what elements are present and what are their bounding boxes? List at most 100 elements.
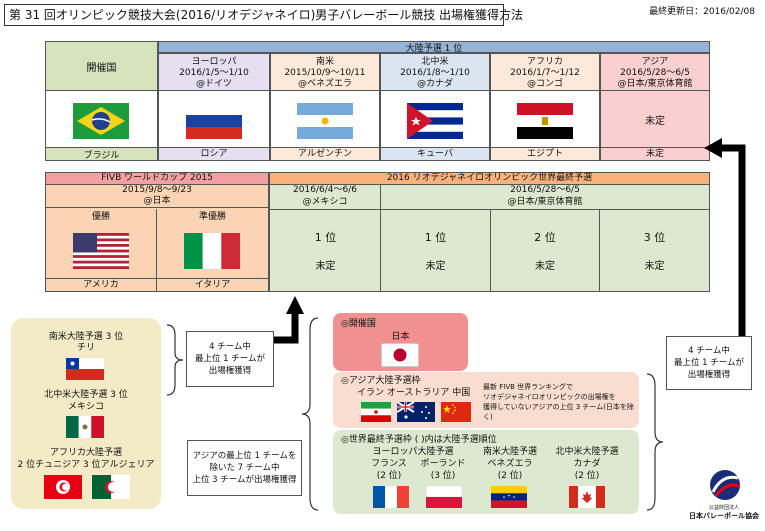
japan-flag-icon — [381, 343, 419, 367]
slot-status: 未定 — [535, 261, 555, 272]
eu-country-rank: (3 位) — [430, 471, 456, 481]
region-country: キューバ — [417, 149, 453, 159]
russia-flag-icon — [186, 103, 242, 139]
winner-country: アメリカ — [46, 278, 156, 291]
pool-left-box: 南米大陸予選 3 位 チリ 北中米大陸予選 3 位 メキシコ アフリカ大陸予選 … — [11, 318, 161, 509]
host-label: 開催国 — [86, 62, 117, 74]
continental-europe: ヨーロッパ 2016/1/5〜1/10 @ドイツ ロシア — [158, 53, 270, 161]
venezuela-flag-icon — [491, 486, 527, 508]
sa-country-name: ベネズエラ — [487, 459, 533, 469]
world-box: ◎世界最終予選枠 ( )内は大陸予選順位 ヨーロッパ大陸予選 フランス (2 位… — [333, 430, 639, 514]
final-slot: 1 位 未定 — [270, 210, 381, 291]
nca-country-name: カナダ — [573, 459, 601, 469]
tunisia-flag-icon — [44, 475, 82, 499]
final-qualifier-block: 2016 リオデジャネイロオリンピック世界最終予選 2016/6/4〜6/6 @… — [269, 172, 710, 292]
jva-logo: 公益財団法人 日本バレーボール協会 — [688, 468, 760, 526]
continental-south-america: 南米 2015/10/9〜10/11 @ベネズエラ アルゼンチン — [270, 53, 380, 161]
region-venue: @日本/東京体育館 — [617, 79, 693, 89]
eu-country-name: ポーランド — [420, 459, 466, 469]
australia-flag-icon — [397, 402, 435, 422]
cuba-flag-icon — [407, 103, 463, 139]
continental-north-central-america: 北中米 2016/1/8〜1/10 @カナダ キューバ — [380, 53, 490, 161]
final-mexico-dates: 2016/6/4〜6/6 — [293, 185, 357, 195]
continental-header: 大陸予選 1 位 — [158, 41, 710, 54]
region-venue: @ベネズエラ — [297, 79, 352, 89]
egypt-flag-icon — [517, 103, 573, 139]
region-name: ヨーロッパ — [191, 57, 237, 67]
sa-third-label: 南米大陸予選 3 位 — [48, 332, 124, 342]
slot-rank: 1 位 — [424, 231, 447, 244]
continental-africa: アフリカ 2016/1/7〜1/12 @コンゴ エジプト — [490, 53, 600, 161]
page-title: 第 31 回オリンピック競技大会(2016/リオデジャネイロ)男子バレーボール競… — [4, 4, 523, 26]
sa-country-rank: (2 位) — [497, 471, 523, 481]
region-dates: 2016/5/28〜6/5 — [620, 68, 690, 78]
worldcup-venue: @日本 — [46, 196, 268, 208]
nca-third-country: メキシコ — [67, 402, 104, 412]
china-flag-icon — [441, 402, 471, 422]
winner-label: 優勝 — [91, 212, 110, 222]
chile-flag-icon — [66, 358, 104, 380]
asia-box: ◎アジア大陸予選枠 イラン オーストラリア 中国 最新 FIVB 世界ランキング… — [333, 372, 639, 428]
asia-box-countries: イラン オーストラリア 中国 — [357, 388, 471, 398]
region-name: 北中米 — [421, 57, 449, 67]
af-countries: 2 位チュニジア 3 位アルジェリア — [17, 460, 155, 470]
mexico-flag-icon — [66, 416, 104, 438]
final-slot: 1 位 未定 — [381, 210, 491, 291]
eu-label: ヨーロッパ大陸予選 — [372, 447, 454, 457]
slot-status: 未定 — [425, 261, 446, 272]
nca-label: 北中米大陸予選 — [555, 447, 619, 457]
right-brace-icon — [646, 373, 664, 511]
region-dates: 2016/1/7〜1/12 — [510, 68, 580, 78]
host-box-country: 日本 — [391, 332, 410, 342]
final-mexico-venue: @メキシコ — [302, 197, 348, 207]
asia-box-note: 最新 FIVB 世界ランキングで リオデジャネイロオリンピックの出場権を 獲得し… — [483, 383, 634, 421]
iran-flag-icon — [361, 402, 391, 422]
logo-line2: 日本バレーボール協会 — [689, 512, 759, 520]
final-japan-header: 2016/5/28〜6/5 @日本/東京体育館 — [381, 185, 709, 209]
final-slot: 3 位 未定 — [600, 210, 709, 291]
region-venue: @ドイツ — [195, 79, 232, 89]
host-flag-cell — [46, 90, 157, 148]
arrow-to-asia-icon — [704, 138, 746, 336]
region-name: アフリカ — [526, 57, 563, 67]
host-box-label: ◎開催国 — [341, 319, 376, 329]
note-bottom: アジアの最上位 1 チームを 除いた 7 チーム中 上位 3 チームが出場権獲得 — [187, 440, 302, 496]
italy-flag-icon — [184, 233, 240, 269]
continental-asia: アジア 2016/5/28〜6/5 @日本/東京体育館 未定 未定 — [600, 53, 710, 161]
nca-third-label: 北中米大陸予選 3 位 — [44, 390, 128, 400]
continental-columns: ヨーロッパ 2016/1/5〜1/10 @ドイツ ロシア 南米 2015/10/… — [158, 53, 710, 161]
host-country: ブラジル — [83, 150, 120, 161]
left-brace-icon — [166, 324, 184, 396]
asia-box-label: ◎アジア大陸予選枠 — [341, 376, 421, 386]
worldcup-dates: 2015/9/8〜9/23 — [122, 185, 192, 195]
region-venue: @コンゴ — [526, 79, 563, 89]
asia-status: 未定 — [601, 90, 709, 148]
france-flag-icon — [373, 486, 409, 508]
region-dates: 2016/1/5〜1/10 — [179, 68, 249, 78]
region-country: エジプト — [526, 149, 563, 159]
last-updated: 最終更新日：2016/02/08 — [649, 7, 755, 17]
note-left: 4 チーム中 最上位 1 チームが 出場権獲得 — [186, 331, 274, 387]
host-column: 開催国 ブラジル — [45, 41, 158, 161]
region-dates: 2015/10/9〜10/11 — [284, 68, 366, 78]
region-venue: @カナダ — [416, 79, 453, 89]
region-name: 南米 — [315, 57, 334, 67]
slot-rank: 2 位 — [534, 231, 556, 244]
final-japan-venue: @日本/東京体育館 — [507, 197, 583, 207]
slot-status: 未定 — [315, 261, 336, 272]
poland-flag-icon — [426, 486, 462, 508]
nca-country-rank: (2 位) — [574, 471, 600, 481]
region-country: アルゼンチン — [298, 149, 352, 159]
host-box: ◎開催国 日本 — [333, 313, 468, 371]
brazil-flag-icon — [73, 103, 129, 139]
worldcup-block: FIVB ワールドカップ 2015 2015/9/8〜9/23 @日本 優勝 ア… — [45, 172, 269, 292]
middle-brace-icon — [301, 317, 319, 511]
region-name: アジア — [641, 57, 669, 67]
region-country: ロシア — [200, 149, 228, 159]
usa-flag-icon — [73, 233, 129, 269]
logo-line1: 公益財団法人 — [708, 505, 739, 511]
region-country: 未定 — [645, 149, 664, 159]
canada-flag-icon — [569, 486, 605, 508]
region-dates: 2016/1/8〜1/10 — [400, 68, 470, 78]
arrow-up-left-icon — [274, 296, 304, 344]
